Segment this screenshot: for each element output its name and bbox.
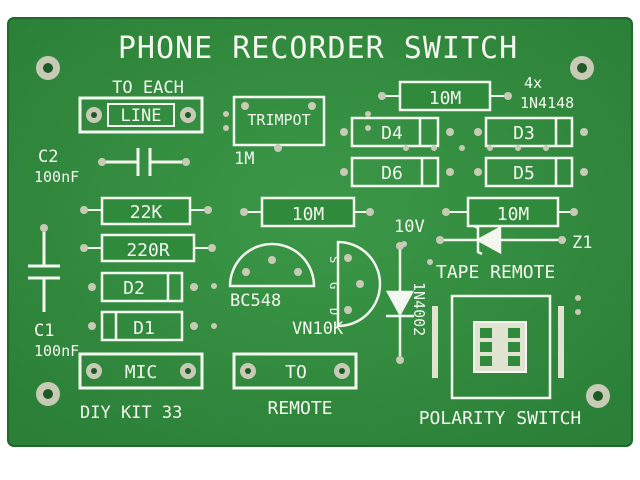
board-title: PHONE RECORDER SWITCH: [118, 31, 518, 66]
label-22k: 22K: [130, 202, 163, 223]
zener-z1: [440, 224, 562, 256]
diode-1n4002: [385, 246, 415, 356]
label-220r: 220R: [126, 240, 170, 261]
label-d6: D6: [381, 163, 403, 184]
via-pads: [211, 111, 581, 329]
mosfet-vn10k: [336, 240, 382, 328]
label-vn10k: VN10K: [292, 319, 344, 339]
label-10m-right: 10M: [497, 204, 530, 225]
label-mic: MIC: [125, 362, 158, 383]
pad-grid: [340, 128, 588, 176]
polarity-switch: [432, 294, 564, 400]
mic-connector: MIC: [78, 352, 204, 390]
diode-d1: D1: [88, 310, 198, 342]
c1-symbol: [28, 232, 60, 312]
label-trimpot: TRIMPOT: [247, 111, 310, 129]
label-1n4002: 1N4002: [410, 282, 428, 336]
label-z1: Z1: [572, 233, 592, 253]
label-pin-d: D: [327, 308, 341, 315]
label-d2: D2: [123, 278, 145, 299]
mounting-holes: [36, 56, 610, 408]
c2-symbol: [102, 148, 182, 176]
label-1m: 1M: [234, 149, 254, 169]
resistor-220r: 220R: [80, 233, 216, 263]
label-d3: D3: [513, 123, 535, 144]
label-d4: D4: [381, 123, 403, 144]
label-line: LINE: [121, 106, 162, 126]
label-10v: 10V: [394, 217, 425, 237]
label-remote: REMOTE: [267, 398, 332, 419]
remote-connector: TO: [232, 352, 358, 390]
diode-d6: D6: [350, 156, 440, 188]
label-c2-value: 100nF: [34, 168, 79, 186]
diode-d3: D3: [484, 116, 574, 148]
resistor-10m-mid: 10M: [240, 196, 374, 228]
label-bc548: BC548: [230, 291, 281, 311]
label-4x: 4x: [524, 74, 542, 92]
label-kit: DIY KIT 33: [80, 403, 182, 423]
transistor-bc548: [228, 242, 316, 288]
resistor-22k: 22K: [80, 196, 212, 226]
label-pin-s: S: [327, 256, 341, 263]
label-pin-g: G: [327, 282, 341, 289]
label-10m-mid: 10M: [292, 204, 325, 225]
resistor-10m-top: 10M: [378, 80, 512, 112]
label-c1-value: 100nF: [34, 342, 79, 360]
label-to: TO: [285, 362, 307, 383]
label-c1: C1: [34, 321, 54, 341]
label-c2: C2: [38, 147, 58, 167]
trimpot-footprint: TRIMPOT: [232, 95, 326, 152]
label-d1: D1: [133, 318, 155, 339]
label-d5: D5: [513, 163, 535, 184]
label-tape-remote: TAPE REMOTE: [436, 262, 555, 283]
label-10m-top: 10M: [429, 88, 462, 109]
line-connector: LINE: [78, 96, 204, 134]
label-polarity-switch: POLARITY SWITCH: [419, 408, 582, 429]
diode-d4: D4: [350, 116, 440, 148]
diode-d5: D5: [484, 156, 574, 188]
diode-d2: D2: [88, 271, 198, 303]
label-1n4148: 1N4148: [520, 94, 574, 112]
resistor-10m-right: 10M: [442, 196, 578, 228]
label-to-each: TO EACH: [112, 78, 184, 98]
